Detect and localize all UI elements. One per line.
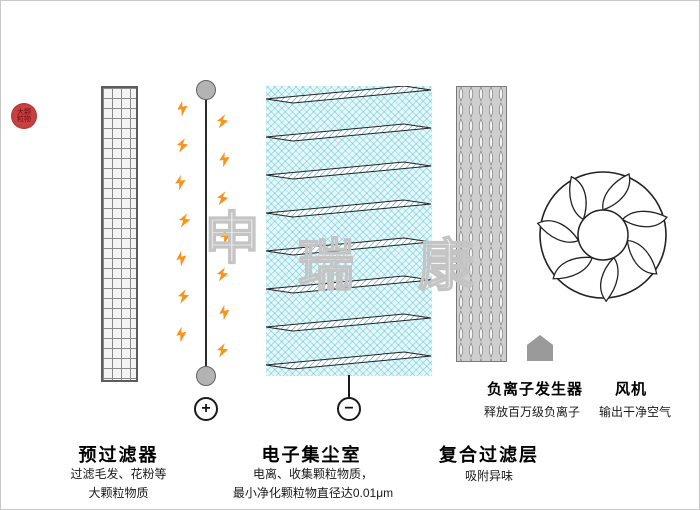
spark-icon: [174, 250, 188, 267]
spark-icon: [218, 304, 232, 321]
composite-filter-title: 复合过滤层: [439, 445, 539, 465]
spark-icon: [216, 190, 230, 207]
spark-icon: [176, 137, 189, 153]
prefilter-desc: 过滤毛发、花粉等 大颗粒物质: [41, 465, 196, 503]
wire-bottom-node: [196, 366, 216, 386]
spark-icon: [177, 288, 190, 304]
electrode-lead-line: [348, 375, 350, 399]
plus-electrode: +: [194, 397, 218, 421]
spark-icon: [174, 174, 187, 190]
watermark-char: 申: [203, 206, 261, 271]
fan-title: 风机: [615, 381, 648, 398]
spark-icon: [216, 266, 229, 283]
collector-plates: [266, 86, 432, 370]
spark-icon: [216, 342, 229, 358]
minus-sign: −: [344, 400, 354, 417]
dust-chamber-desc: 电离、收集颗粒物质， 最小净化颗粒物直径达0.01μm: [213, 465, 413, 503]
prefilter-desc-line1: 过滤毛发、花粉等: [70, 467, 167, 481]
prefilter-title: 预过滤器: [78, 445, 159, 465]
spark-icon: [219, 228, 232, 244]
fan-icon: [536, 171, 668, 302]
spark-icon: [176, 100, 190, 117]
dust-chamber-desc-line1: 电离、收集颗粒物质，: [252, 467, 373, 481]
large-particle-badge: 大颗粒物: [11, 103, 37, 129]
composite-filter-desc: 吸附异味: [464, 469, 513, 483]
dust-collection-chamber: [266, 86, 432, 376]
ionizing-wire: [205, 93, 207, 375]
prefilter-desc-line2: 大颗粒物质: [88, 486, 149, 500]
large-particle-badge-label: 大颗粒物: [17, 109, 31, 123]
spark-icon: [218, 151, 231, 167]
composite-filter: [456, 86, 507, 362]
composite-filter-pattern: [456, 86, 507, 362]
fan-desc: 输出干净空气: [599, 405, 672, 419]
wire-top-node: [196, 80, 216, 100]
minus-electrode: −: [337, 397, 361, 421]
spark-icon: [216, 113, 229, 130]
ionizer-icon: [527, 335, 553, 361]
spark-icon: [175, 326, 188, 343]
plus-sign: +: [201, 400, 211, 417]
dust-chamber-title: 电子集尘室: [261, 445, 362, 465]
ionizer-desc: 释放百万级负离子: [484, 405, 581, 419]
spark-icon: [178, 212, 191, 229]
prefilter-mesh: [101, 86, 138, 382]
ionizer-title: 负离子发生器: [487, 381, 584, 398]
dust-chamber-desc-line2: 最小净化颗粒物直径达0.01μm: [232, 486, 394, 500]
